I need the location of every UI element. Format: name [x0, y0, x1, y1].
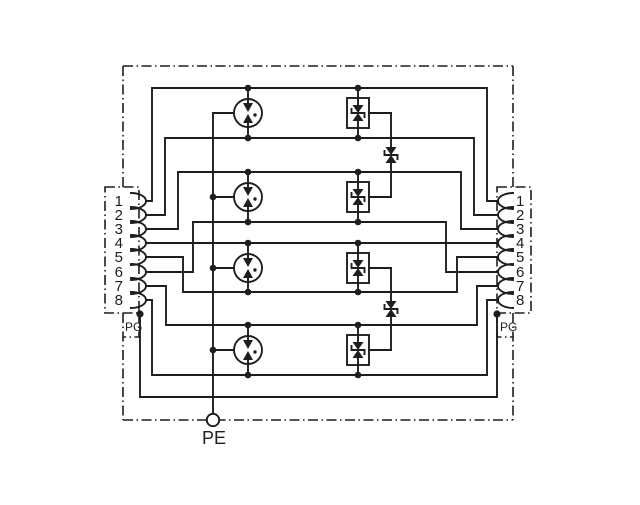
- wire-pin6: [145, 221, 499, 273]
- right-pin-label: 8: [516, 292, 524, 309]
- right-pin-label: 2: [516, 207, 524, 224]
- pe-label: PE: [202, 428, 226, 448]
- right-pin-label: 3: [516, 221, 524, 238]
- junction-dots: [136, 84, 501, 379]
- interpair-tvs-icon: [383, 267, 399, 351]
- wire-pin8: [145, 299, 499, 376]
- left-pin-label: 4: [115, 235, 123, 252]
- tvs-suppressor-modules: [346, 87, 392, 376]
- pg-contact-left: [136, 310, 144, 318]
- left-pin-label: 2: [115, 207, 123, 224]
- wire-pin5: [145, 256, 499, 293]
- left-pin-label: 1: [115, 193, 123, 210]
- pe-earth-bus: [212, 112, 235, 415]
- right-pin-label: 5: [516, 249, 524, 266]
- pair-wires: [145, 87, 499, 376]
- pe-terminal: PE: [202, 412, 226, 448]
- pin-contact-arc: [497, 291, 514, 309]
- left-pin-label: 5: [115, 249, 123, 266]
- right-pin-label: 7: [516, 278, 524, 295]
- gas-discharge-tubes: [233, 87, 263, 376]
- pg-contact-right: [493, 310, 501, 318]
- tvs-suppressor-icon: [346, 87, 392, 139]
- wire-pin1: [145, 87, 499, 202]
- left-pin-label: 7: [115, 278, 123, 295]
- pe-terminal-icon: [205, 412, 221, 428]
- interpair-tvs-icon: [383, 112, 399, 198]
- right-connector: 1 2 3 4 5 6 7 8 PG: [497, 192, 524, 334]
- left-pin-label: 3: [115, 221, 123, 238]
- enclosure-border: [122, 65, 514, 421]
- tvs-suppressor-icon: [346, 324, 392, 376]
- gas-discharge-tube-icon: [233, 87, 263, 139]
- pg-shield-bus: [139, 313, 498, 398]
- left-pg-label: PG: [125, 320, 142, 334]
- interpair-tvs-diodes: [383, 112, 399, 351]
- gas-discharge-tube-icon: [233, 324, 263, 376]
- left-pin-label: 8: [115, 292, 123, 309]
- wire-pin7: [145, 285, 499, 326]
- left-connector: 1 2 3 4 5 6 7 8 PG: [115, 192, 147, 334]
- wire-pin2: [145, 137, 499, 216]
- right-pin-label: 4: [516, 235, 524, 252]
- right-pg-label: PG: [500, 320, 517, 334]
- gas-discharge-tube-icon: [233, 171, 263, 223]
- left-connector-outline: [104, 186, 140, 338]
- pin-contact-arc: [130, 291, 147, 309]
- tvs-suppressor-icon: [346, 171, 392, 223]
- wire-pin3: [145, 171, 499, 230]
- tvs-suppressor-icon: [346, 242, 392, 293]
- right-pin-label: 6: [516, 264, 524, 281]
- gas-discharge-tube-icon: [233, 242, 263, 293]
- left-pin-label: 6: [115, 264, 123, 281]
- right-pin-label: 1: [516, 193, 524, 210]
